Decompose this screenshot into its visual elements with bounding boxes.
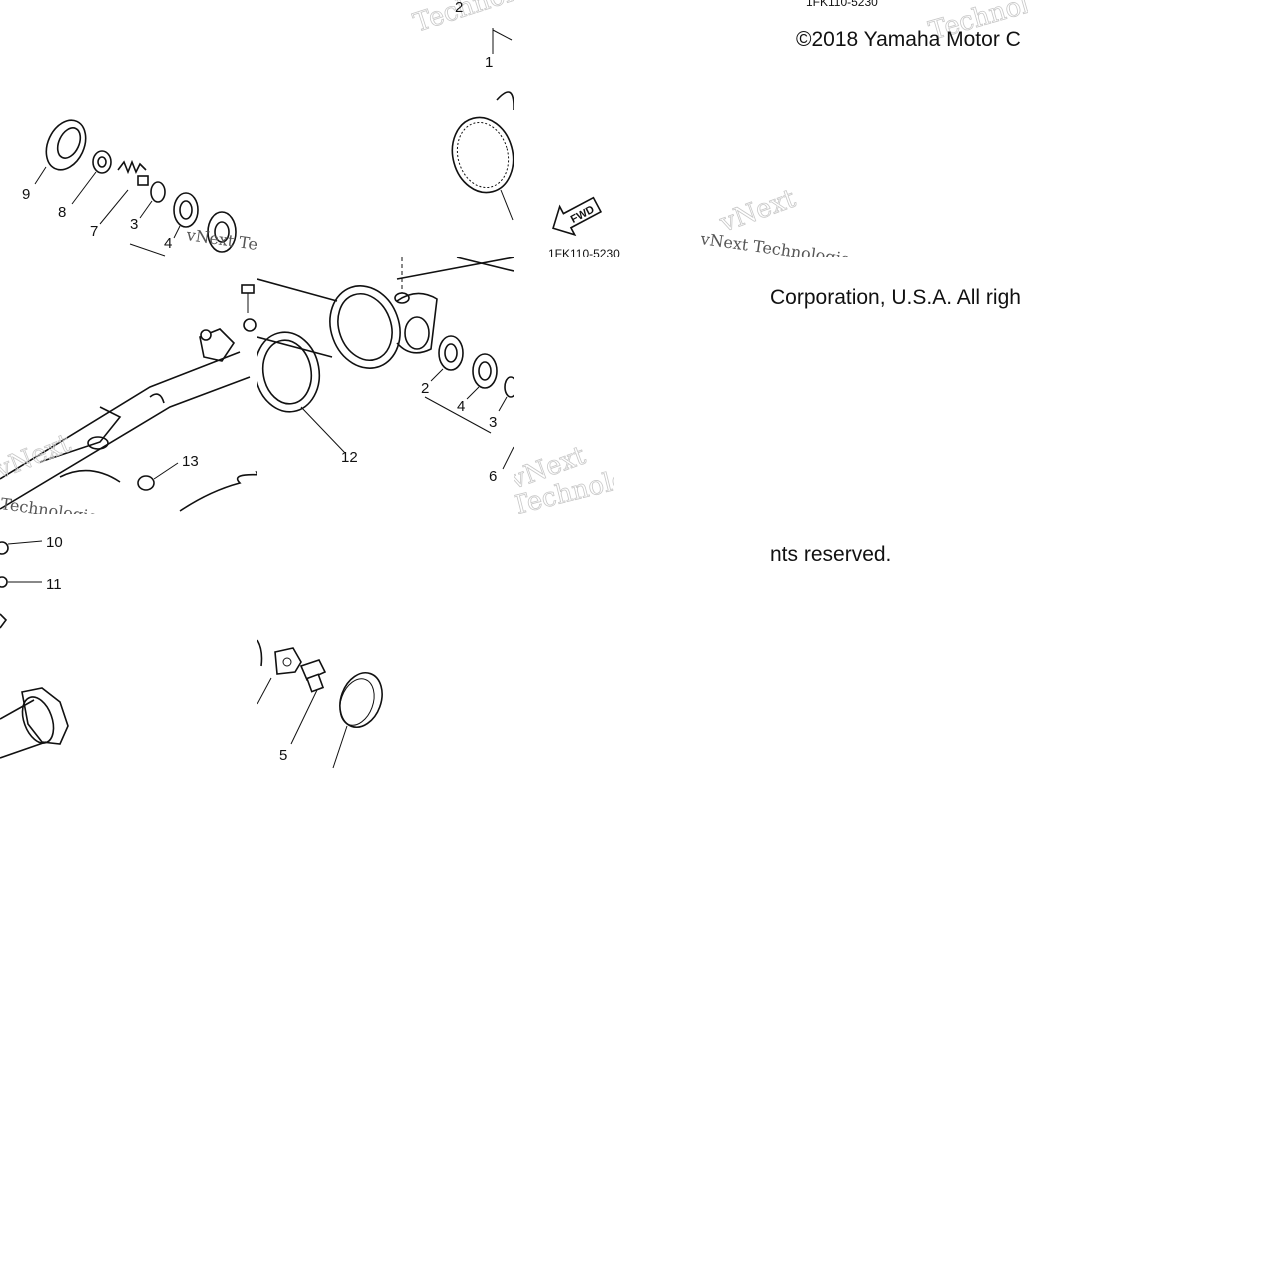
ref-code-middle: 1FK110-5230	[548, 247, 620, 257]
callout-3: 3	[130, 216, 138, 233]
callout-12: 12	[341, 449, 358, 466]
diagram-tile-middle-right: vNext Technologies 9	[514, 257, 614, 514]
callout-6: 6	[489, 468, 497, 485]
copyright-text-part1: ©2018 Yamaha Motor C	[796, 28, 1021, 51]
copyright-text-part3: nts reserved.	[770, 543, 892, 566]
diagram-tile-top-left: 9 8 7 3 4 vNext Technologies	[0, 0, 257, 257]
diagram-tile-middle-center: 12 2 4 3 6	[257, 257, 514, 514]
plug-bolt-parts: 5	[257, 639, 383, 769]
callout-7: 7	[90, 223, 98, 240]
swingarm-frame: 13 14 vNext Technologies	[0, 284, 257, 514]
bearing-seal-parts: 9 8 7 3 4 vNext Technologies	[22, 119, 257, 257]
header-area: 1FK110-5230 Technologies FWD 1FK110-5230…	[548, 0, 1028, 257]
callout-9b: 9	[580, 512, 588, 514]
callout-1: 1	[485, 54, 493, 71]
diagram-tile-top-right: 1FK110-5230 Technologies FWD 1FK110-5230…	[514, 0, 1028, 257]
diagram-tile-top-middle: Technologies 2 1	[257, 0, 514, 257]
fwd-label: FWD	[569, 204, 597, 226]
diagram-tile-bottom-center: 5	[257, 514, 514, 771]
callout-8: 8	[58, 204, 66, 221]
housing-bearing-parts: 12 2 4 3 6	[257, 257, 514, 485]
watermark-text-right: vNext Technologies	[698, 229, 859, 257]
callout-2b: 2	[421, 380, 429, 397]
callout-11: 11	[46, 576, 62, 593]
callout-13: 13	[182, 453, 199, 470]
callout-4: 4	[164, 235, 172, 252]
fwd-arrow-icon: FWD	[552, 196, 603, 237]
callout-5: 5	[279, 747, 287, 764]
diagram-tile-middle-left: 13 14 vNext Technologies	[0, 257, 257, 514]
callout-4b: 4	[457, 398, 465, 415]
gasket-parts: Technologies 2 1	[409, 0, 514, 221]
callout-2: 2	[455, 0, 463, 16]
callout-9: 9	[22, 186, 30, 203]
callout-3b: 3	[489, 414, 497, 431]
ref-code-top: 1FK110-5230	[806, 0, 878, 9]
watermark-vnext-left: vNext	[0, 428, 75, 486]
watermark-technologies-left: Technologies	[0, 494, 107, 514]
copyright-text-part2: Corporation, U.S.A. All righ	[770, 286, 1021, 309]
diagram-tile-bottom-left: 10 11	[0, 514, 257, 771]
axle-parts: 10 11	[0, 534, 69, 759]
watermark-strip: vNext Technologies 9	[514, 440, 614, 514]
callout-10: 10	[46, 534, 63, 551]
watermark-vnext: vNext	[715, 184, 800, 239]
